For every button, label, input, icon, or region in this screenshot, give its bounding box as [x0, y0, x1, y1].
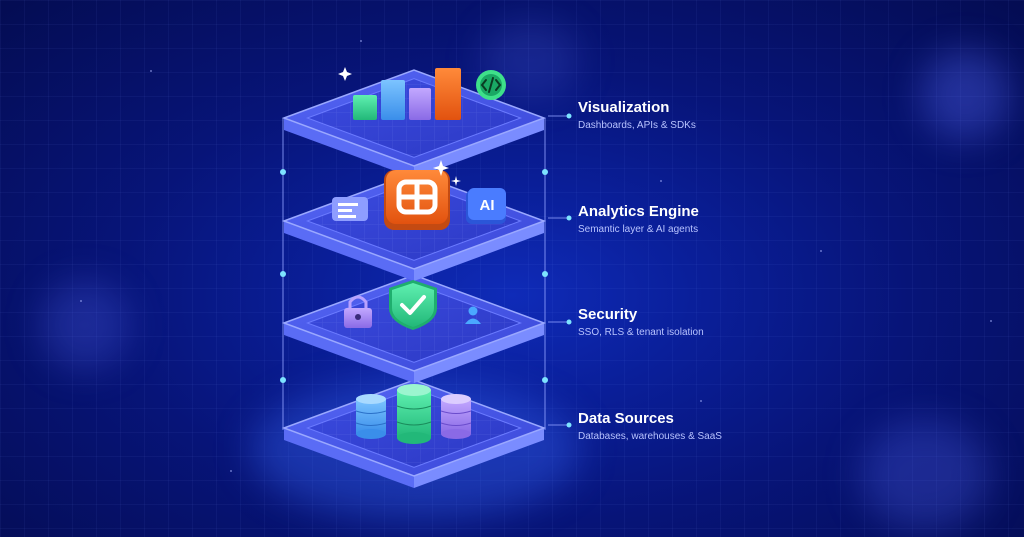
sparkle-icon [338, 67, 352, 81]
layer-title: Visualization [578, 99, 670, 116]
database-icon [396, 384, 432, 444]
database-icon [440, 394, 472, 439]
label-connectors [548, 115, 568, 426]
star [150, 70, 152, 72]
code-icon [476, 70, 506, 100]
layer-label-visualization: Visualization Dashboards, APIs & SDKs [578, 99, 696, 133]
connector-dots [280, 169, 548, 383]
background-glow [40, 280, 130, 370]
star [820, 250, 822, 252]
star [700, 400, 702, 402]
star [990, 320, 992, 322]
app-logo-icon [384, 170, 450, 230]
document-icon [332, 197, 368, 221]
database-icon [355, 394, 387, 439]
star [230, 470, 232, 472]
star [360, 40, 362, 42]
label-connector-dots [566, 113, 572, 428]
layer-title: Data Sources [578, 410, 674, 427]
layer-label-analytics-engine: Analytics Engine Semantic layer & AI age… [578, 203, 699, 237]
svg-text:AI: AI [480, 197, 495, 214]
sparkle-icon [433, 160, 449, 176]
background-glow [920, 50, 1010, 140]
layer-subtitle: SSO, RLS & tenant isolation [578, 327, 704, 338]
star [80, 300, 82, 302]
ai-badge-icon: AI [466, 188, 506, 224]
background-glow [860, 420, 990, 530]
layer-subtitle: Databases, warehouses & SaaS [578, 431, 722, 442]
user-icon [465, 306, 481, 324]
bar-chart-icon [353, 68, 461, 120]
layer-subtitle: Semantic layer & AI agents [578, 224, 699, 235]
layer-title: Security [578, 306, 638, 323]
shield-check-icon [389, 280, 437, 330]
star [660, 180, 662, 182]
layer-label-security: Security SSO, RLS & tenant isolation [578, 306, 704, 340]
lock-icon [344, 295, 372, 328]
layer-title: Analytics Engine [578, 203, 699, 220]
sparkle-icon [451, 176, 461, 186]
layer-label-data-sources: Data Sources Databases, warehouses & Saa… [578, 410, 722, 444]
layer-subtitle: Dashboards, APIs & SDKs [578, 120, 696, 131]
